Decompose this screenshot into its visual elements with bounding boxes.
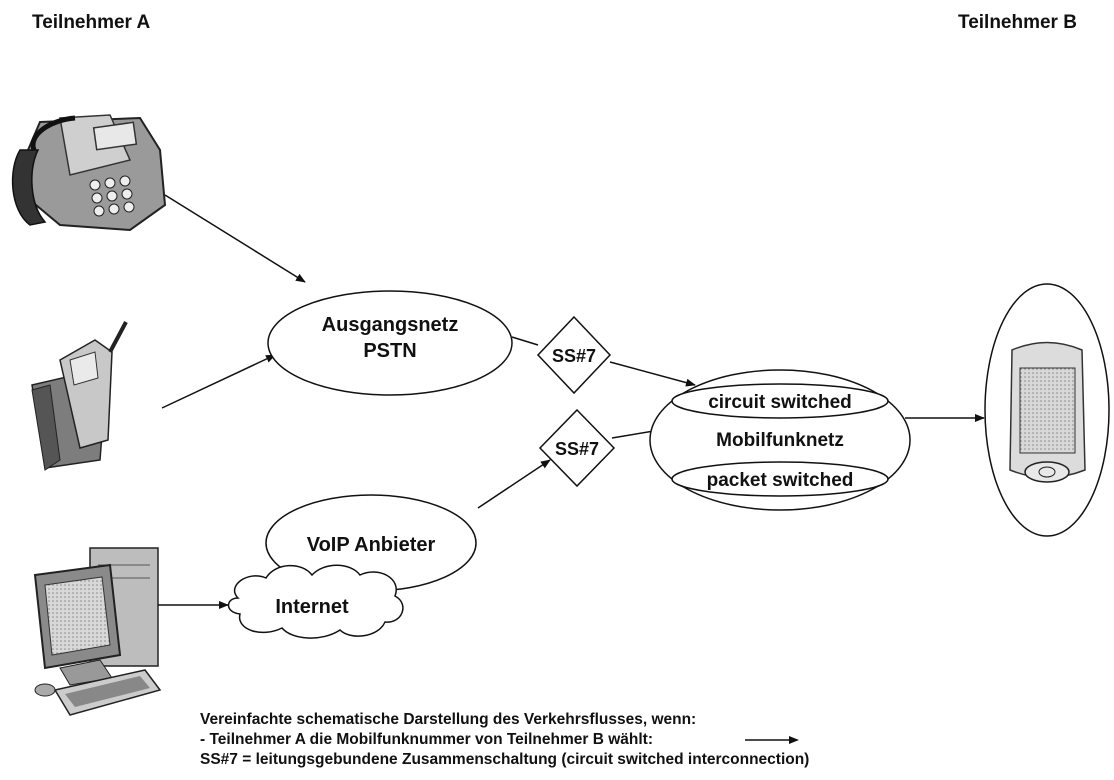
ss7-node-top: SS#7 <box>536 315 612 395</box>
participant-b-device <box>984 283 1110 537</box>
origin-network-sublabel: PSTN <box>363 340 416 362</box>
desktop-computer-icon <box>33 547 162 716</box>
ss7-node-bottom: SS#7 <box>538 408 616 488</box>
legend-arrow-icon <box>745 735 799 744</box>
voip-provider-label: VoIP Anbieter <box>307 534 436 556</box>
flow-arrow-voip-ss7 <box>477 459 551 509</box>
flow-line-pstn-ss7 <box>511 336 539 346</box>
circuit-switched-segment: circuit switched <box>671 383 889 419</box>
mobile-network-node: circuit switched Mobilfunknetz packet sw… <box>649 369 911 511</box>
participant-b-heading: Teilnehmer B <box>958 12 1077 33</box>
internet-cloud: Internet <box>227 564 404 639</box>
ss7-label-bottom: SS#7 <box>555 439 599 459</box>
circuit-switched-label: circuit switched <box>708 392 852 413</box>
origin-network-node: Ausgangsnetz PSTN <box>267 290 513 396</box>
caption-line-1: Vereinfachte schematische Darstellung de… <box>200 711 697 728</box>
smartphone-icon <box>1009 341 1086 483</box>
packet-switched-segment: packet switched <box>671 461 889 497</box>
ss7-label-top: SS#7 <box>552 346 596 366</box>
packet-switched-label: packet switched <box>707 470 854 491</box>
voip-provider-node: VoIP Anbieter <box>265 494 477 592</box>
mobile-phone-icon <box>31 321 128 471</box>
participant-a-heading: Teilnehmer A <box>32 12 151 33</box>
flow-arrow-ss7-circuit <box>609 361 696 387</box>
flow-arrow-desk-phone <box>164 194 306 283</box>
flow-arrow-mobile-phone <box>161 354 276 409</box>
caption-line-2: - Teilnehmer A die Mobilfunknummer von T… <box>200 730 809 750</box>
diagram-caption: Vereinfachte schematische Darstellung de… <box>200 710 809 770</box>
caption-line-2-text: - Teilnehmer A die Mobilfunknummer von T… <box>200 731 653 748</box>
internet-label: Internet <box>275 596 349 618</box>
desk-phone-icon <box>11 114 167 232</box>
origin-network-label: Ausgangsnetz <box>322 314 459 336</box>
caption-line-3: SS#7 = leitungsgebundene Zusammenschaltu… <box>200 751 810 768</box>
mobile-network-label: Mobilfunknetz <box>716 430 844 451</box>
